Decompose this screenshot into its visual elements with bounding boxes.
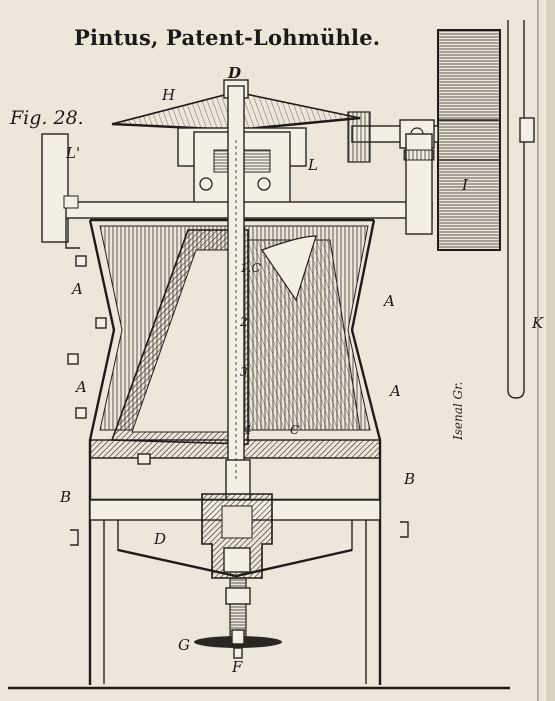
label-c-4: 4 bbox=[243, 423, 252, 437]
label-d-top: D bbox=[227, 64, 241, 82]
adjusting-screw bbox=[225, 577, 251, 641]
label-l-prime: L' bbox=[65, 144, 80, 162]
label-b-1: B bbox=[59, 488, 71, 506]
label-a-4: A bbox=[388, 382, 401, 400]
plate-title: Pintus, Patent-Lohmühle. bbox=[74, 25, 380, 50]
bearing-housing bbox=[201, 493, 273, 579]
pulley-wheel bbox=[437, 29, 501, 251]
belt-pulley bbox=[507, 20, 535, 399]
label-g: G bbox=[178, 636, 190, 654]
mill-housing bbox=[88, 218, 382, 685]
label-k: K bbox=[531, 314, 544, 332]
handwheel bbox=[194, 629, 282, 659]
label-f: F bbox=[231, 658, 243, 676]
label-i: I bbox=[461, 176, 469, 194]
label-a-1: A bbox=[70, 280, 83, 298]
page-gutter bbox=[546, 0, 555, 701]
label-c: C bbox=[290, 423, 299, 437]
housing-bolts bbox=[67, 255, 151, 465]
label-h: H bbox=[161, 86, 176, 104]
label-b-2: B bbox=[403, 470, 415, 488]
label-c-3: 3 bbox=[240, 365, 248, 379]
label-l: L bbox=[307, 156, 318, 174]
label-a-2: A bbox=[382, 292, 395, 310]
label-c-1: 1.C bbox=[240, 261, 261, 275]
figure-number: Fig. 28. bbox=[9, 107, 84, 129]
label-d-lower: D bbox=[153, 530, 166, 548]
label-c-2: 2 bbox=[239, 315, 248, 329]
label-a-3: A bbox=[74, 378, 87, 396]
engraver-signature: Isenal Gr. bbox=[451, 382, 465, 441]
